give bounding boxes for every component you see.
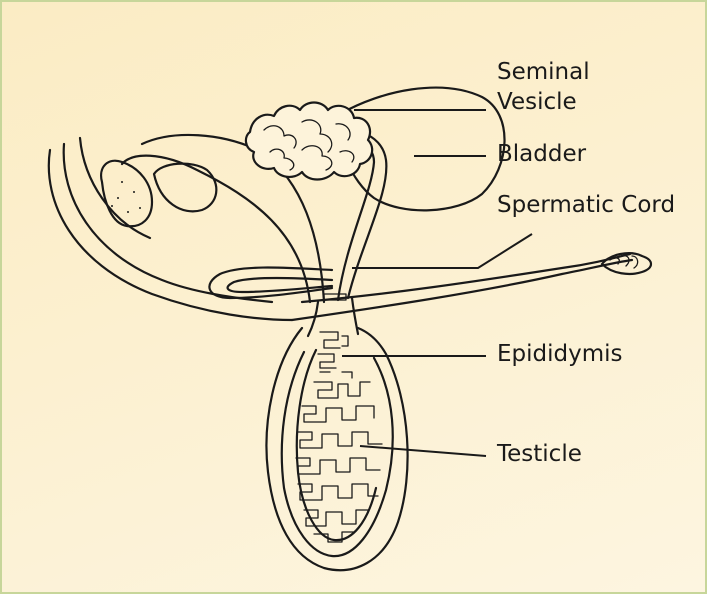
penis-shaft-bottom — [302, 254, 630, 302]
label-seminal-vesicle-line1: Seminal — [497, 58, 590, 86]
vas-deferens — [122, 156, 310, 302]
vas-deferens-loop — [209, 268, 332, 299]
body-contour-inner2 — [80, 138, 150, 238]
seminal-vesicle — [246, 103, 372, 180]
spermatic-cord-left — [308, 302, 318, 336]
pubic-bone — [101, 161, 152, 227]
pubic-bone-inner — [154, 164, 216, 212]
body-contour-outer — [49, 150, 292, 320]
label-seminal-vesicle-line2: Vesicle — [497, 88, 577, 116]
leader-testicle — [360, 446, 486, 456]
bone-texture — [111, 181, 141, 213]
leader-spermatic-cord — [352, 234, 532, 268]
label-epididymis: Epididymis — [497, 340, 623, 368]
label-bladder: Bladder — [497, 140, 586, 168]
label-spermatic-cord: Spermatic Cord — [497, 191, 675, 219]
testicle-outline — [282, 352, 393, 556]
body-contour-inner — [64, 144, 272, 302]
label-testicle: Testicle — [497, 440, 582, 468]
